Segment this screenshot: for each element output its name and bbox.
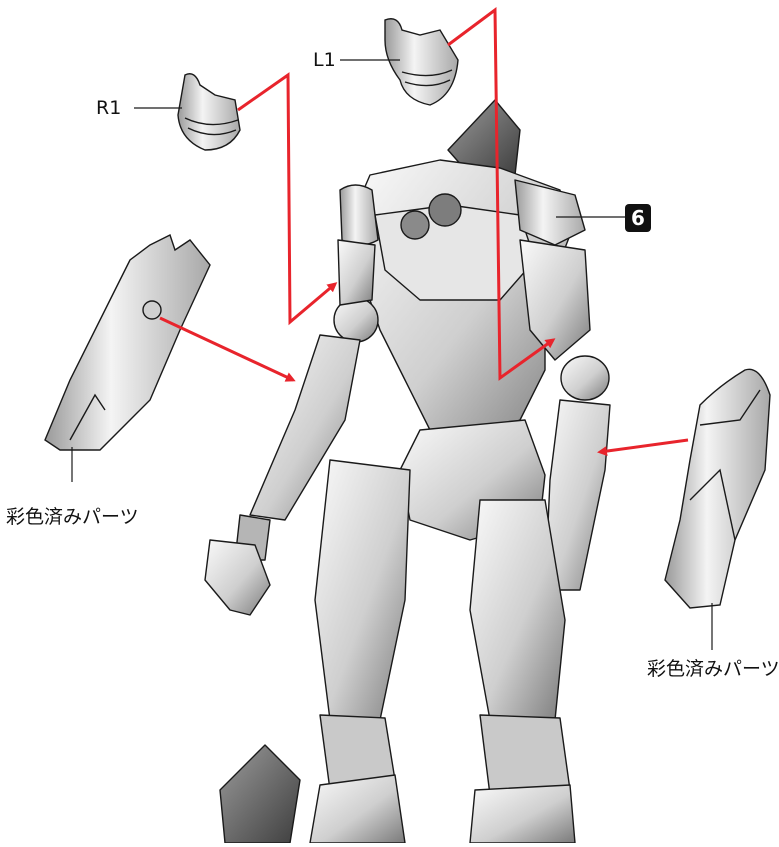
knee-left <box>480 715 570 795</box>
shin-left <box>470 785 575 843</box>
arrow-forearm-right <box>600 440 688 452</box>
part-l1-shoulder-armor <box>385 19 458 105</box>
step-number-badge: 6 <box>625 204 651 232</box>
part-r1-shoulder-armor <box>178 74 240 150</box>
part-prepainted-forearm-left <box>45 235 210 450</box>
arrow-forearm-left <box>160 318 293 380</box>
upper-arm-right <box>338 240 375 305</box>
robot-figure <box>205 100 610 843</box>
foot-right <box>220 745 300 843</box>
thigh-left <box>470 500 565 720</box>
label-prepainted-parts-right: 彩色済みパーツ <box>647 660 779 679</box>
arrow-r1-path <box>238 75 335 322</box>
label-prepainted-parts-left: 彩色済みパーツ <box>6 508 139 527</box>
part-prepainted-forearm-right <box>665 369 770 608</box>
neck-socket-left <box>401 211 429 239</box>
elbow-joint-left <box>561 356 609 400</box>
shin-right <box>310 775 405 843</box>
label-part-l1: L1 <box>313 51 336 70</box>
label-part-r1: R1 <box>96 99 121 118</box>
neck-socket-right <box>429 194 461 226</box>
shoulder-right <box>340 185 378 245</box>
thigh-right <box>315 460 410 720</box>
